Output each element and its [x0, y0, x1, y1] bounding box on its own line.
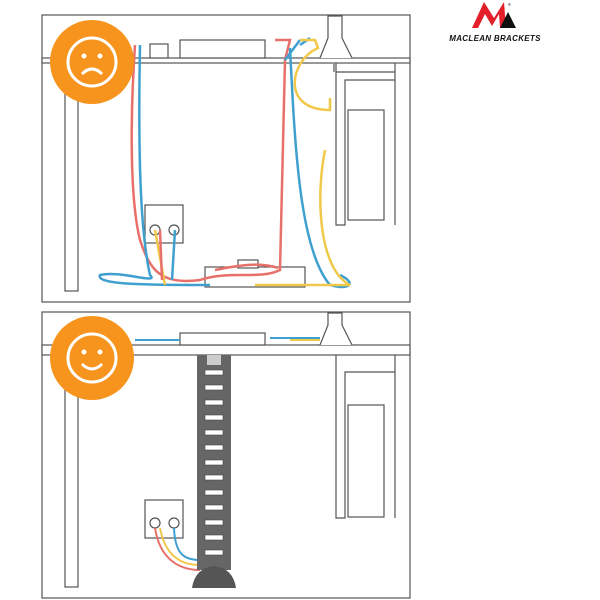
panel-before	[41, 14, 411, 303]
sad-face-icon	[50, 20, 134, 104]
svg-text:®: ®	[508, 2, 511, 7]
brand-name: MACLEAN BRACKETS	[449, 34, 541, 43]
cable-spine	[192, 355, 236, 588]
happy-face-icon	[50, 316, 134, 400]
brand-logo-icon: ®	[472, 2, 516, 28]
routed-cables	[135, 337, 320, 571]
tangled-cables	[98, 36, 351, 289]
